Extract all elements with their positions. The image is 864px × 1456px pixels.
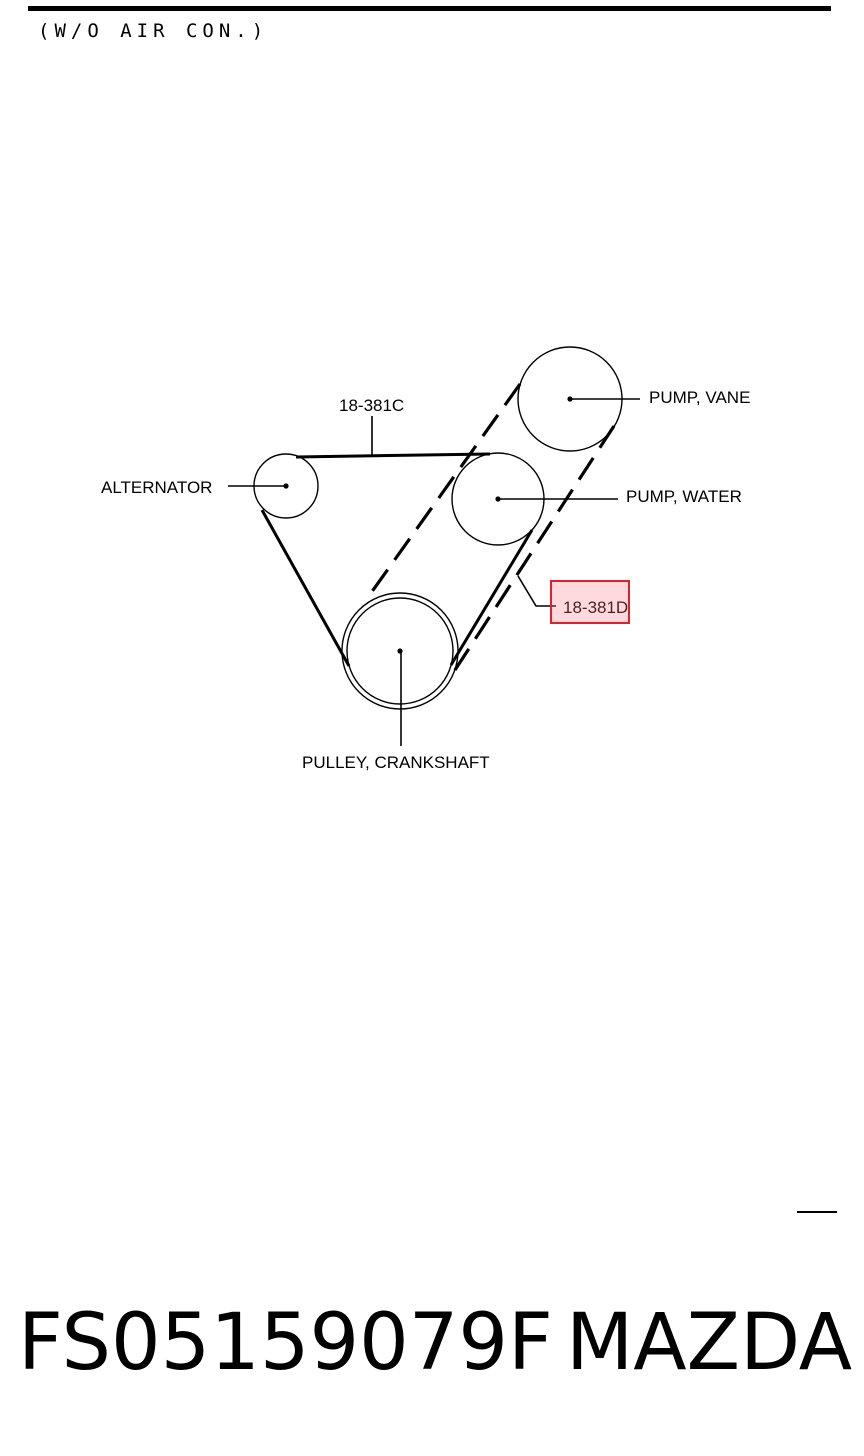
belt-c-top-segment: [295, 452, 491, 459]
belt-c-label: 18-381C: [339, 396, 404, 415]
belt-d-leader: [517, 575, 556, 607]
belt-c-left-segment: [260, 509, 351, 667]
header-note: (W/O AIR CON.): [38, 20, 269, 42]
pump-water-label: PUMP, WATER: [626, 487, 742, 506]
belt-d-highlight-box: [550, 580, 630, 624]
crankshaft-center: [397, 648, 403, 654]
belt-d-left-dashed: [364, 383, 522, 601]
pulley-crankshaft-label: PULLEY, CRANKSHAFT: [302, 753, 490, 772]
top-rule: [28, 6, 831, 11]
crankshaft-pulley-inner: [346, 597, 454, 705]
belt-d-right-dashed: [453, 425, 616, 671]
belt-d-label: 18-381D: [563, 598, 628, 617]
pump-vane-label: PUMP, VANE: [649, 388, 750, 407]
brand-name: MAZDA: [566, 1298, 853, 1388]
margin-dash: [797, 1211, 837, 1213]
belt-c-right-segment: [449, 529, 534, 666]
alternator-label: ALTERNATOR: [101, 478, 212, 497]
part-number: FS05159079F: [18, 1298, 553, 1388]
